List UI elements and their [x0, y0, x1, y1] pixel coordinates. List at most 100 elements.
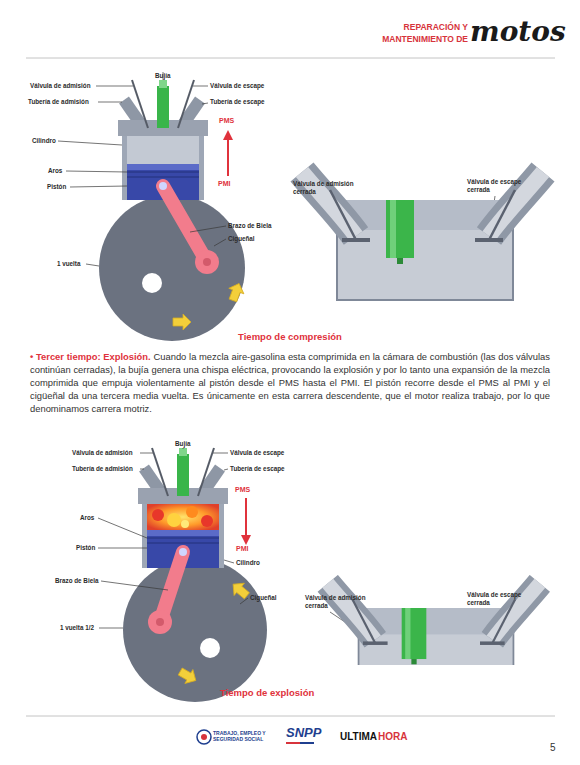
snpp-flag-stripe	[286, 742, 300, 744]
figure-caption: Tiempo de explosión	[220, 687, 314, 699]
rotation-arrow	[176, 665, 200, 688]
ministry-emblem	[197, 730, 211, 744]
piston-ring	[147, 537, 219, 538]
leader-line	[96, 86, 133, 87]
exhaust-valve	[178, 80, 194, 128]
stroke-arrow	[245, 498, 247, 536]
ministry-emblem-center	[201, 734, 207, 740]
leader-line	[58, 141, 122, 145]
rotation-label: 1 vuelta	[57, 260, 80, 268]
part-label: Válvula de admisión	[72, 449, 133, 457]
part-label: Brazo de Biela	[55, 577, 98, 585]
piston-ring	[147, 542, 219, 543]
part-label: Válvula de admisión cerrada	[293, 180, 365, 196]
crank-disc	[99, 195, 245, 341]
leader-line	[66, 171, 127, 172]
piston-ring	[127, 171, 199, 172]
intake-valve	[152, 448, 168, 496]
part-label: Aros	[48, 167, 62, 175]
exhaust-valve	[198, 448, 214, 496]
header-text: REPARACIÓN Y	[360, 22, 468, 33]
ministry-logo-text: TRABAJO, EMPLEO Y SEGURIDAD SOCIAL	[213, 730, 277, 743]
part-label: Tubería de escape	[210, 98, 264, 106]
spark-plug-cap	[179, 448, 187, 456]
leader-line	[183, 448, 184, 449]
footer-rule	[26, 716, 555, 717]
figure-caption: Tiempo de compresión	[180, 331, 400, 343]
position-label: PMI	[218, 180, 230, 189]
snpp-logo: SNPP	[286, 725, 321, 741]
rotation-label: 1 vuelta 1/2	[60, 624, 94, 632]
part-label: Aros	[80, 514, 94, 522]
position-label: PMS	[235, 486, 250, 495]
header-rule	[26, 58, 555, 59]
snpp-flag-stripe	[300, 742, 314, 744]
rotation-arrow	[225, 281, 246, 303]
flame-burst	[152, 509, 164, 521]
rotation-arrow	[228, 578, 252, 602]
position-label: PMI	[236, 545, 248, 554]
leader-line	[140, 469, 144, 470]
part-label: Pistón	[76, 544, 95, 552]
part-label: Tubería de escape	[230, 465, 284, 473]
crank-pin-center	[156, 618, 164, 626]
leader-line	[70, 186, 127, 187]
part-label: Cigueñal	[228, 235, 255, 243]
leader-line	[190, 226, 226, 232]
crank-pin-center	[203, 258, 211, 266]
spark-plug-cap	[159, 80, 167, 88]
part-label: Válvula de admisión cerrada	[305, 594, 377, 610]
part-label: Válvula de escape	[210, 82, 264, 90]
newspaper-logo: HORA	[378, 731, 407, 744]
flame-burst	[181, 520, 189, 528]
header-logo: motos	[470, 14, 566, 49]
leader-line	[99, 628, 123, 629]
page-number: 5	[550, 742, 556, 755]
part-label: Bujía	[175, 440, 190, 448]
part-label: Válvula de escape	[230, 449, 284, 457]
spark-plug	[157, 86, 169, 128]
leader-line	[213, 453, 228, 454]
leader-line	[193, 86, 208, 87]
intake-valve	[132, 80, 148, 128]
crank-hole	[200, 638, 220, 658]
part-label: Válvula de admisión	[30, 82, 91, 90]
leader-line	[202, 103, 208, 104]
leader-line	[224, 560, 234, 563]
paragraph-heading: • Tercer tiempo: Explosión.	[30, 351, 151, 362]
part-label: Pistón	[47, 183, 66, 191]
crank-pin	[195, 250, 219, 274]
piston-pin	[159, 182, 167, 190]
part-label: Válvula de escape cerrada	[467, 178, 533, 194]
stroke-arrow-head	[241, 535, 251, 545]
spark-plug	[177, 454, 189, 496]
flame-burst	[167, 513, 181, 527]
leader-line	[140, 453, 153, 454]
part-label: Brazo de Biela	[228, 222, 271, 230]
part-label: Tubería de admisión	[28, 98, 89, 106]
part-label: Válvula de escape cerrada	[467, 591, 533, 607]
crank-pin	[148, 610, 172, 634]
piston-crown	[147, 530, 219, 536]
body-paragraph: • Tercer tiempo: Explosión.Cuando la mez…	[30, 350, 550, 415]
header-text: MANTENIMIENTO DE	[340, 34, 468, 45]
part-label: Tubería de admisión	[72, 465, 133, 473]
leader-line	[240, 598, 248, 604]
part-label: Cilindro	[236, 559, 260, 567]
leader-line	[86, 264, 99, 266]
piston-pin	[179, 548, 187, 556]
position-label: PMS	[219, 117, 234, 126]
flame-burst	[186, 506, 198, 518]
leader-line	[224, 469, 228, 470]
flame-burst	[201, 515, 213, 527]
leader-line	[101, 581, 168, 590]
part-label: Cigueñal	[250, 594, 277, 602]
combustion-flame	[147, 504, 219, 530]
crank-disc	[123, 558, 267, 702]
piston-crown	[127, 164, 199, 170]
stroke-arrow	[227, 138, 229, 176]
leader-line	[98, 548, 147, 549]
crank-hole	[142, 273, 162, 293]
leader-line	[98, 518, 147, 538]
